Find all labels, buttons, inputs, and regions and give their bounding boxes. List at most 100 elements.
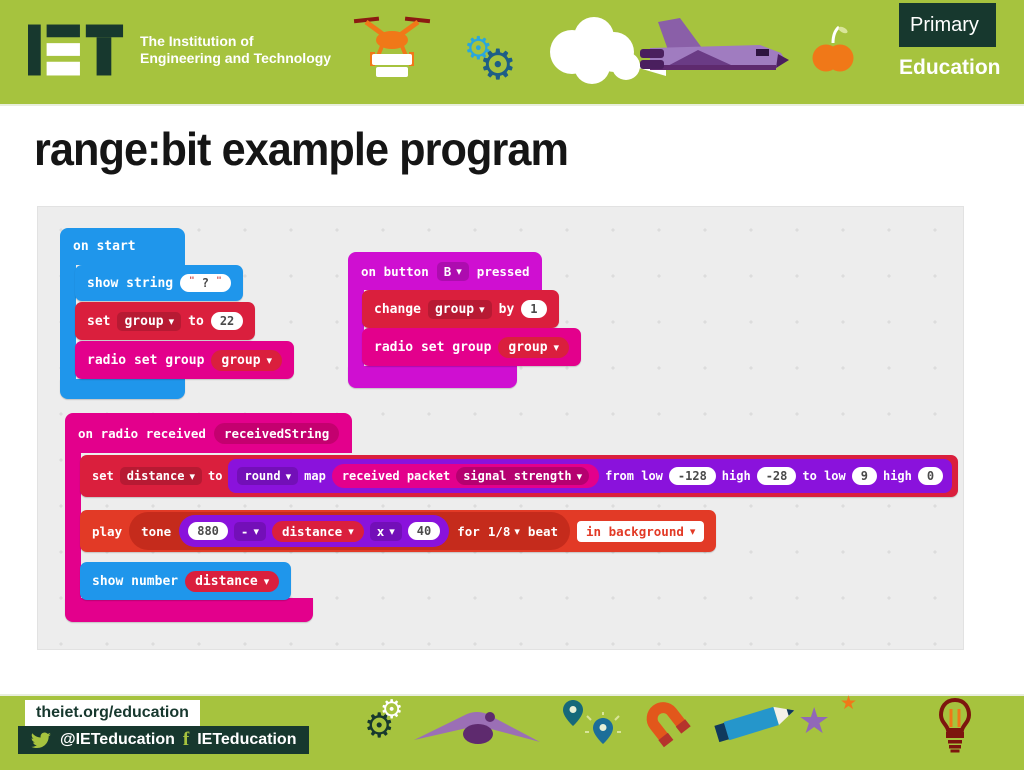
block-tone[interactable]: tone 880 - distance x 40 for 1/8 beat [129,512,571,550]
block-label: radio set group [87,352,205,368]
chevron-down-icon [389,525,395,538]
apple-icon [812,25,854,72]
chevron-down-icon [514,525,520,538]
glider-icon [414,712,540,744]
number-value-field[interactable]: 40 [407,522,441,540]
block-label: for [457,523,480,539]
variable-dropdown[interactable]: distance [119,467,203,485]
twitter-handle: @IETeducation [60,731,175,748]
block-label: on radio received [78,425,206,441]
iet-logo-mark [28,24,124,76]
variable-dropdown[interactable]: group [498,336,570,358]
block-label: tone [141,523,172,539]
string-value-field[interactable]: " ? " [180,274,231,292]
block-show-string[interactable]: show string " ? " [75,265,243,301]
block-label: set [87,313,111,329]
primary-badge-label: Primary [910,13,979,36]
chevron-down-icon [169,315,175,328]
block-label: change [374,301,421,317]
iet-logo: The Institution of Engineering and Techn… [28,24,331,76]
operator-dropdown[interactable]: - [233,521,266,541]
block-label: pressed [476,263,530,279]
block-on-radio-received[interactable]: on radio received receivedString [65,413,353,453]
param-pill[interactable]: receivedString [213,422,340,444]
block-label: by [498,301,515,317]
chevron-down-icon [267,354,273,367]
background-mode-dropdown[interactable]: in background [577,520,705,542]
chevron-down-icon [286,470,292,483]
map-pin-icon [563,700,583,726]
variable-dropdown[interactable]: distance [185,570,280,592]
block-label: map [304,469,326,483]
gear-icon: ⚙ [479,40,517,89]
chevron-down-icon [690,525,696,538]
block-label: to low [802,469,846,483]
bulb-icon [938,697,972,753]
block-change-variable[interactable]: change group by 1 [362,290,559,328]
makecode-canvas: on start show string " ? " set group to … [38,207,963,649]
block-radio-set-group[interactable]: radio set group group [75,341,295,379]
packet-property-dropdown[interactable]: signal strength [456,467,590,485]
button-dropdown[interactable]: B [436,261,469,281]
block-on-start[interactable]: on start [60,228,185,265]
top-banner: The Institution of Engineering and Techn… [0,0,1024,106]
block-math-expression[interactable]: 880 - distance x 40 [179,515,450,547]
chevron-down-icon [554,341,560,354]
block-on-start-foot [60,379,185,399]
variable-dropdown[interactable]: group [211,349,283,371]
number-value-field[interactable]: 9 [851,467,877,485]
block-label: high [721,469,751,483]
number-value-field[interactable]: 22 [210,312,244,330]
block-on-radio-spine [65,452,81,599]
drone-icon [353,16,431,77]
beat-dropdown[interactable]: 1/8 [488,524,520,539]
block-label: radio set group [374,339,492,355]
block-label: set [92,469,114,483]
number-value-field[interactable]: -128 [668,467,716,485]
gear-icon: ⚙ [364,706,395,746]
block-label: show number [92,573,179,589]
block-label: from low [605,469,663,483]
block-set-variable[interactable]: set group to 22 [75,302,256,340]
number-value-field[interactable]: 880 [188,522,228,540]
block-radio-set-group[interactable]: radio set group group [362,328,582,366]
chevron-down-icon [264,575,270,588]
chevron-down-icon [253,525,259,538]
chevron-down-icon [577,470,583,483]
block-set-distance[interactable]: set distance to round map received packe… [80,455,959,497]
gear-icon: ⚙ [380,695,404,725]
block-on-button-pressed[interactable]: on button B pressed [348,252,543,290]
iet-tagline: The Institution of Engineering and Techn… [140,33,331,68]
iet-tagline-line1: The Institution of [140,32,254,49]
variable-dropdown[interactable]: group [117,311,182,331]
block-label: to [208,469,223,483]
operator-dropdown[interactable]: x [369,521,402,541]
facebook-handle: IETeducation [197,731,297,748]
block-received-packet[interactable]: received packet signal strength [331,464,600,488]
block-label: high [882,469,912,483]
gear-icon: ⚙ [464,29,493,67]
facebook-icon: f [182,729,190,750]
magnet-icon [646,702,691,748]
variable-dropdown[interactable]: distance [271,520,364,542]
social-handles: @IETeducation f IETeducation [18,726,310,754]
block-label: play [92,523,123,539]
number-value-field[interactable]: 0 [917,467,944,485]
number-value-field[interactable]: -28 [756,467,797,485]
block-show-number[interactable]: show number distance [80,562,292,600]
block-label: on start [73,239,136,254]
block-label: to [188,313,204,329]
round-dropdown[interactable]: round [237,467,299,485]
variable-dropdown[interactable]: group [427,299,492,319]
block-play-tone[interactable]: play tone 880 - distance x 40 for 1/8 be… [80,510,717,552]
block-label: on button [361,263,429,279]
number-value-field[interactable]: 1 [521,300,547,318]
iet-tagline-line2: Engineering and Technology [140,50,332,66]
block-round-map[interactable]: round map received packet signal strengt… [228,459,953,493]
block-on-radio-foot [65,598,313,622]
pencil-icon [714,706,795,743]
primary-badge: Primary [899,3,996,47]
block-on-button-foot [348,366,517,388]
star-icon: ★ [798,701,831,742]
